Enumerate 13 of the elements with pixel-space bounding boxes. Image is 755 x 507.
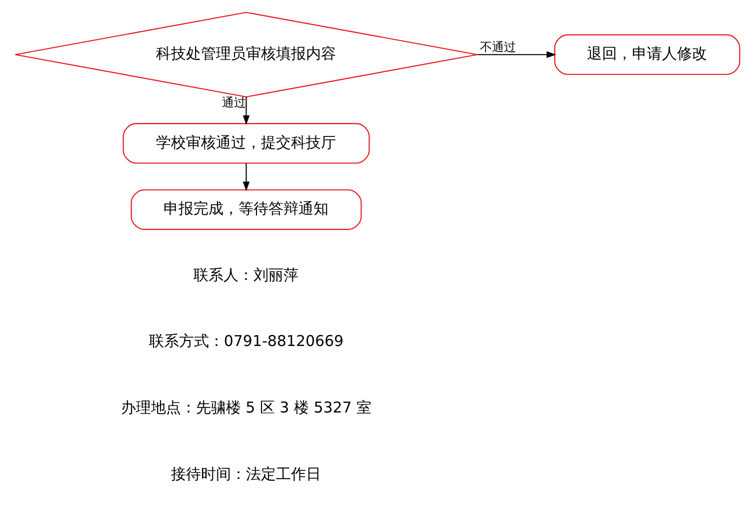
label: 办理地点：先骕楼 5 区 3 楼 5327 室	[120, 398, 372, 417]
node-box: 学校审核通过，提交科技厅	[122, 123, 370, 164]
arrow	[477, 51, 556, 58]
node-diamond: 科技处管理员审核填报内容	[14, 12, 478, 98]
edge-label: 通过	[222, 96, 246, 110]
arrow	[242, 163, 250, 192]
edge-label: 不通过	[480, 40, 516, 54]
arrow	[242, 96, 250, 125]
label: 联系人：刘丽萍	[194, 266, 299, 284]
node-box: 退回，申请人修改	[554, 34, 740, 75]
label: 联系方式：0791-88120669	[148, 332, 344, 350]
node-box: 申报完成，等待答辩通知	[130, 189, 362, 230]
label: 接待时间：法定工作日	[171, 464, 322, 483]
